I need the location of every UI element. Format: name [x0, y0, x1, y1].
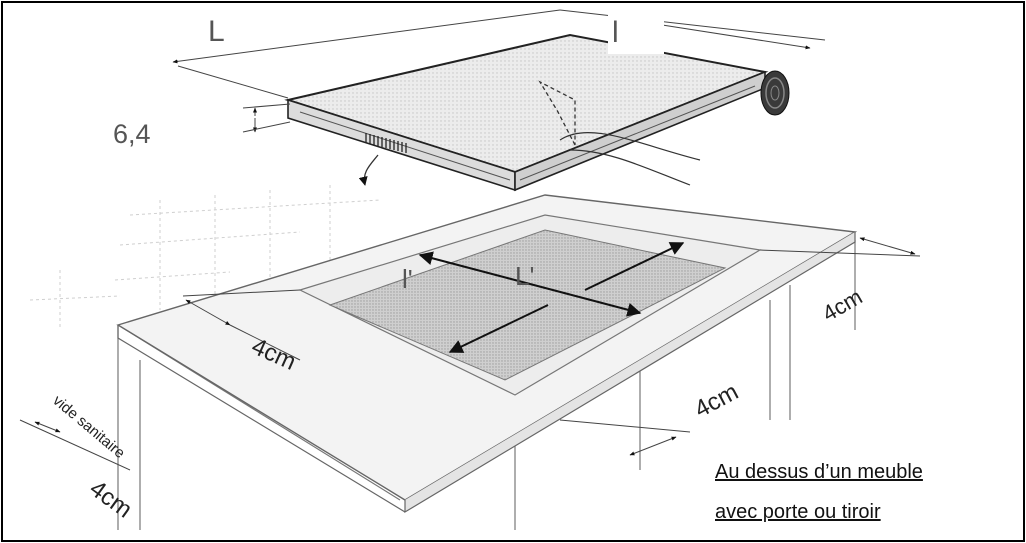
cutout-width-label: L' [515, 261, 534, 291]
height-label: 6,4 [113, 119, 151, 149]
clearance-bottom-label: 4cm [690, 378, 743, 423]
length-label: L [208, 15, 225, 48]
width-label: l [612, 16, 619, 49]
clearance-left-label: 4cm [84, 475, 137, 523]
clearance-right-label: 4cm [818, 284, 866, 326]
label-mask [608, 14, 664, 54]
clearance-lines [19, 237, 921, 471]
note-line-2: avec porte ou tiroir [715, 501, 881, 523]
note-line-1: Au dessus d’un meuble [715, 461, 923, 483]
cable-icon [760, 70, 790, 116]
cutout-length-label: l' [402, 264, 413, 294]
hob-dimension-lines [172, 9, 826, 133]
cutout-arrows [418, 242, 685, 353]
wall-tiles [29, 185, 381, 330]
hob [284, 33, 769, 192]
